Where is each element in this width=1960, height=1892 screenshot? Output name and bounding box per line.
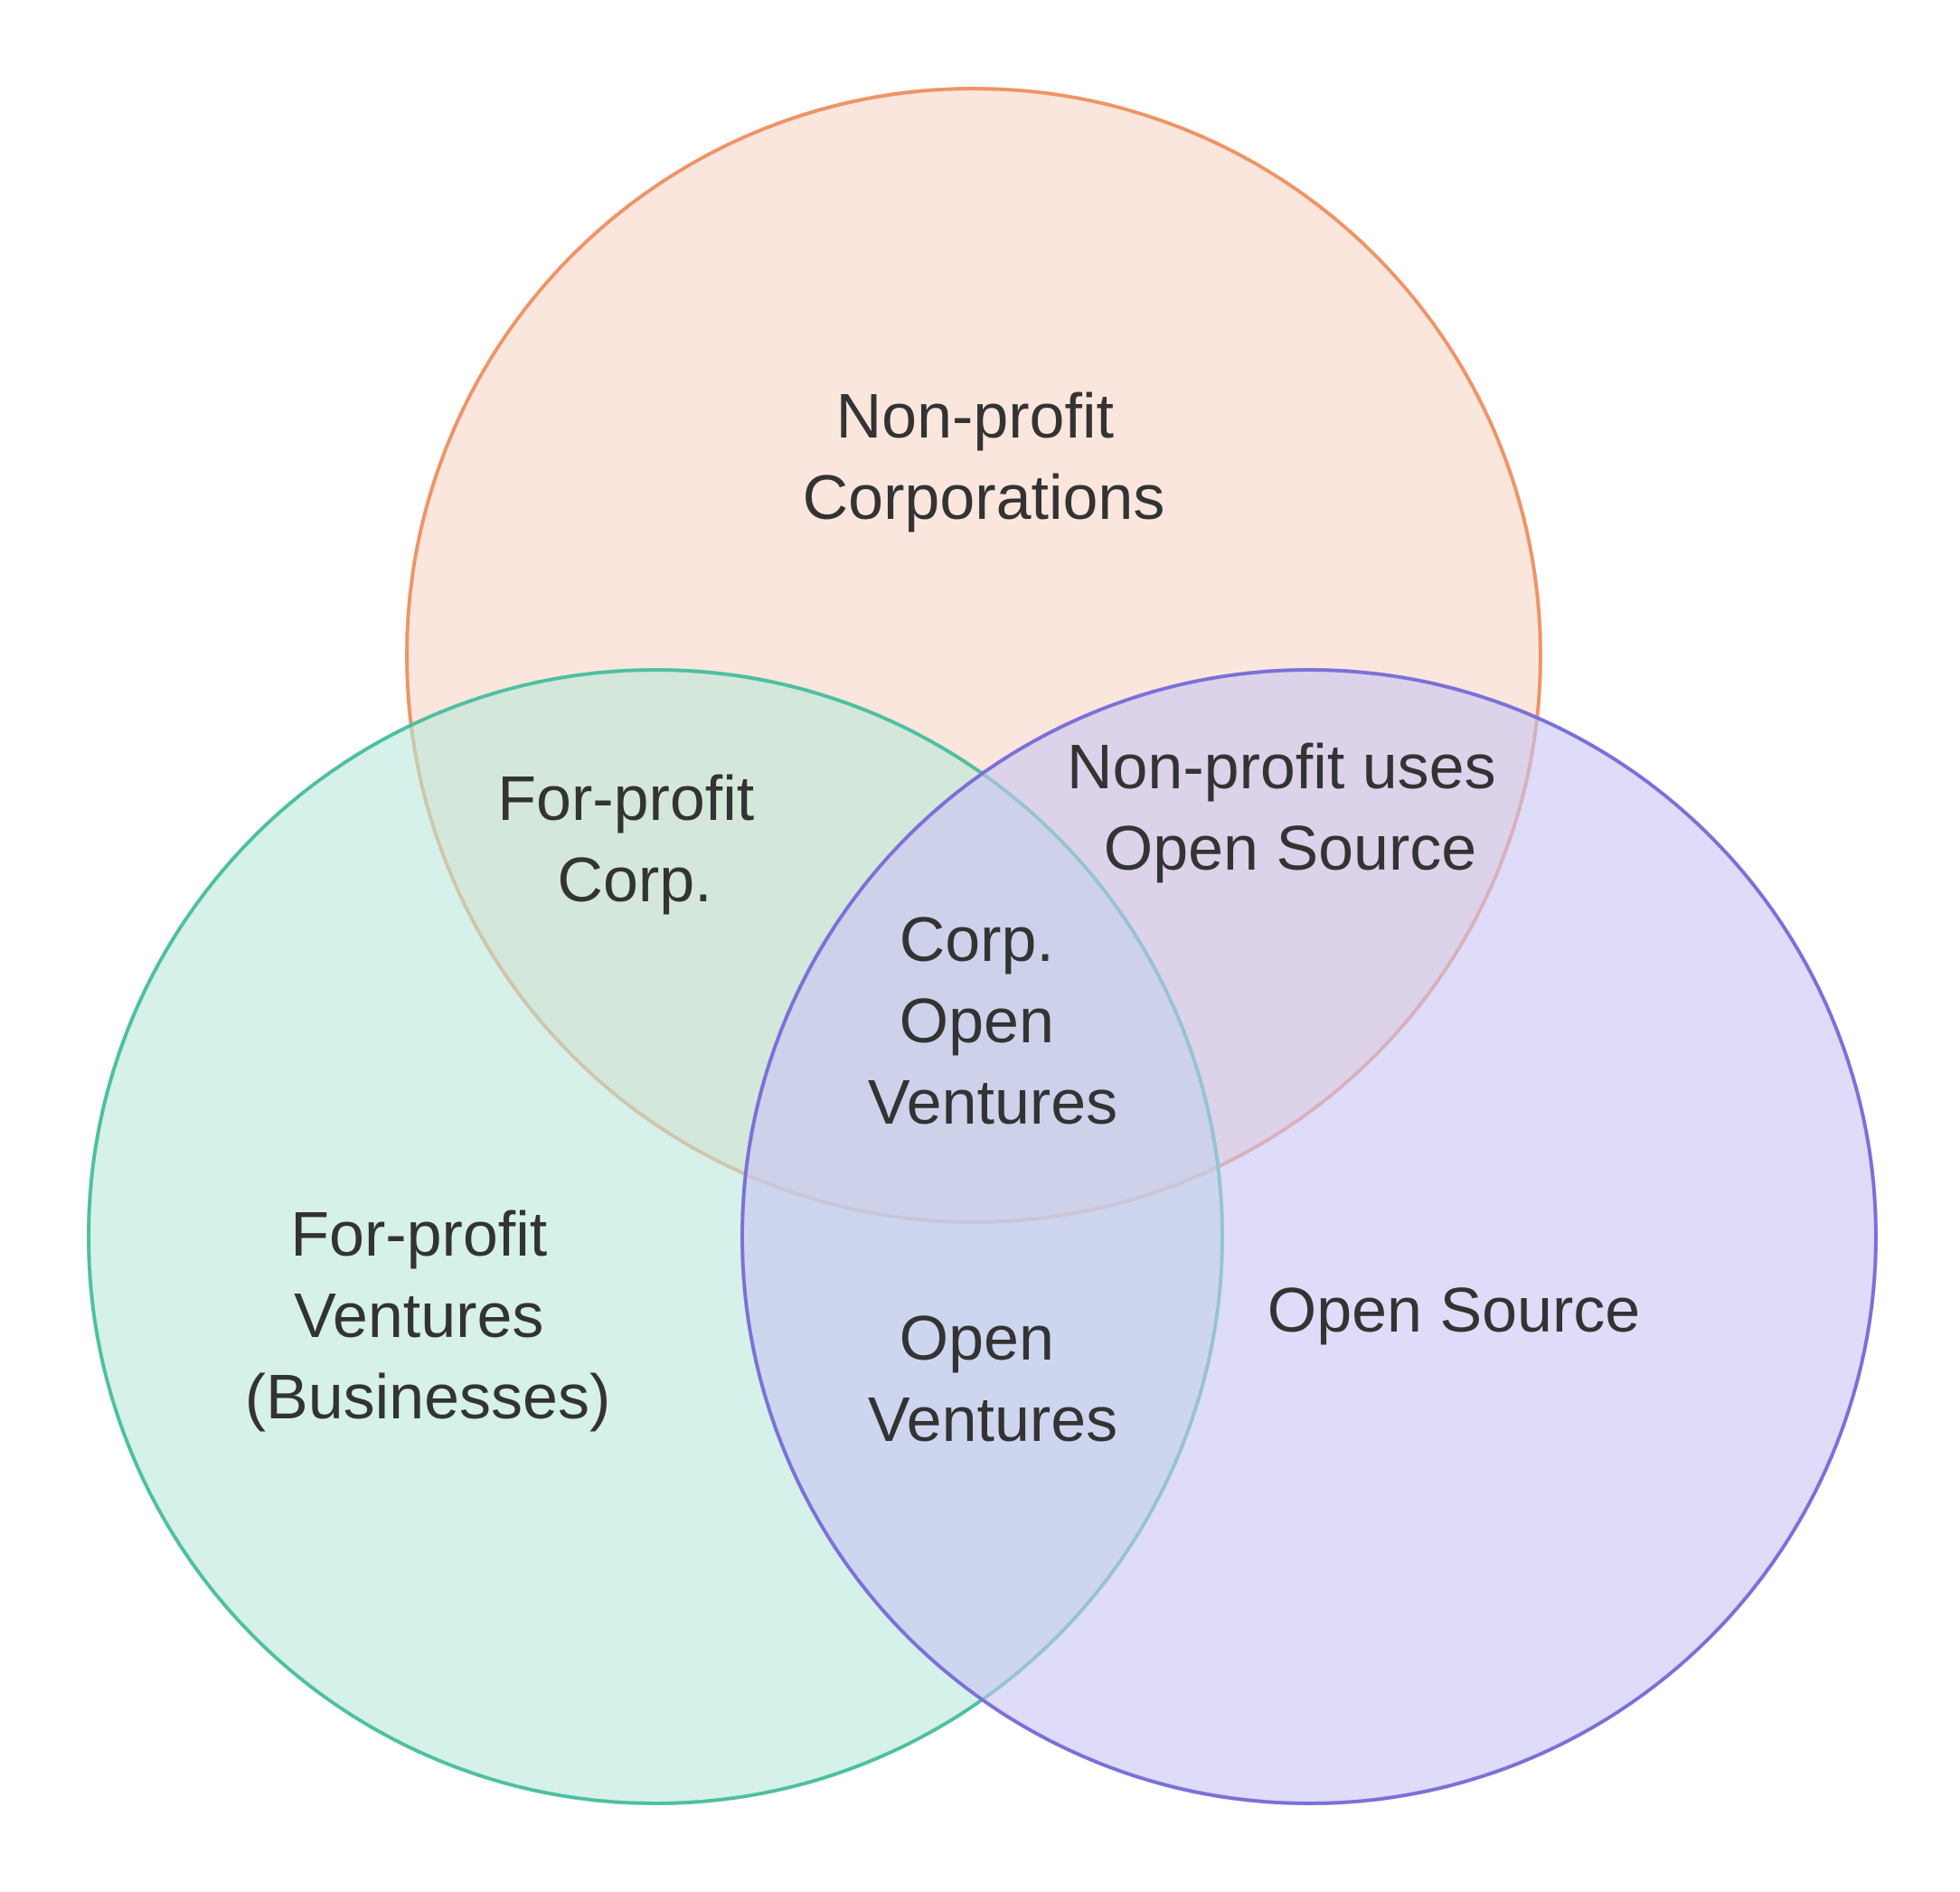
label-forprofit-ventures: For-profit Ventures (Businesses) [245,1199,611,1432]
label-nonprofit-corporations: Non-profit Corporations [803,381,1165,532]
label-corp-open-ventures: Corp. Open Ventures [868,904,1117,1137]
circle-opensource [740,668,1878,1805]
label-open-source: Open Source [1267,1275,1640,1345]
label-nonprofit-uses-open-source: Non-profit uses Open Source [1067,731,1513,883]
label-forprofit-corp: For-profit Corp. [497,763,771,915]
label-open-ventures: Open Ventures [868,1303,1117,1454]
